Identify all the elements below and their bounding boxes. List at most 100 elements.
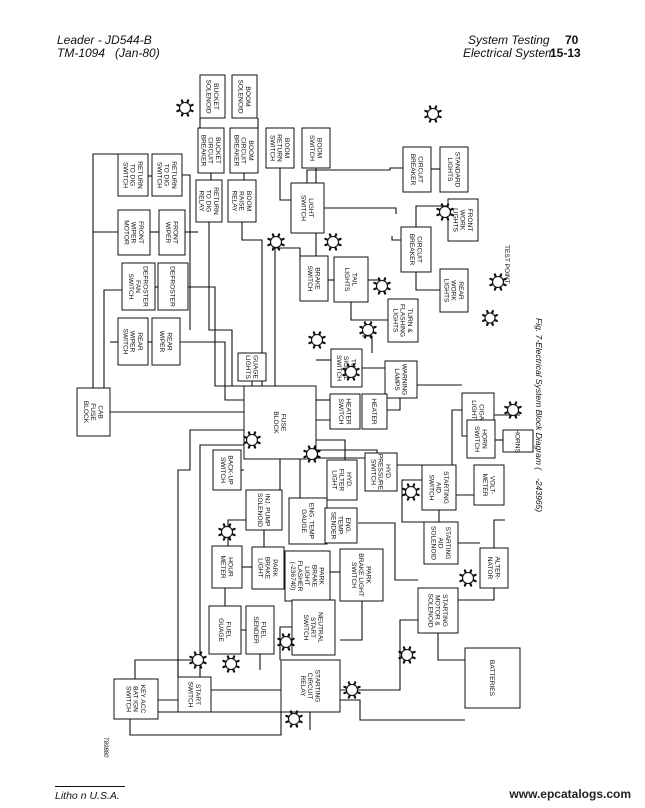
block-frame — [324, 507, 358, 544]
wiring — [92, 118, 520, 736]
block-label-line: START — [309, 617, 316, 638]
block-gauge-lights: GUAGELIGHTS — [237, 352, 267, 382]
block-frame — [384, 360, 418, 399]
block-label: RETURNTO DIGSWITCH — [122, 161, 143, 189]
test-point-ring — [461, 571, 475, 585]
block-frame — [400, 226, 432, 273]
test-point-ring — [178, 101, 192, 115]
block-frame — [229, 127, 259, 174]
block-label-line: BRAKE — [264, 557, 271, 580]
wire — [208, 222, 233, 386]
litho-note: Litho n U.S.A. — [55, 790, 120, 802]
block-frame — [157, 262, 189, 311]
block-label-line: BAT IGN — [132, 686, 139, 712]
block-boom-cb: BOOMCIRCUITBREAKER — [229, 127, 259, 174]
block-label: CIRCUITBREAKER — [409, 154, 423, 186]
block-label: WARNINGLAMPS — [393, 364, 407, 396]
block-label-line: RELAY — [231, 190, 238, 212]
block-label-line: BREAKER — [233, 135, 240, 167]
block-label-line: SOLENOID — [237, 79, 244, 113]
block-boom-return-switch: BOOMRETURNSWITCH — [265, 127, 295, 169]
block-label-line: ENG. — [344, 517, 351, 533]
block-frame — [113, 678, 159, 720]
block-label: BACK-UPSWITCH — [219, 455, 233, 485]
block-frame — [177, 676, 212, 713]
block-label-line: RETURN — [170, 161, 177, 189]
block-label-line: FAN — [134, 280, 141, 293]
block-label-line: LIGHTS — [446, 158, 453, 182]
block-return-to-dig-relay: RETURNTO DIGRELAY — [195, 179, 223, 223]
block-label: PARKBRAKELIGHTFLASHER(-236740) — [289, 561, 325, 592]
block-label-line: CIRCUIT — [306, 673, 313, 700]
block-fuel-gauge: FUELGUAGE — [208, 605, 242, 655]
block-frame — [479, 547, 509, 589]
block-label: REARWIPER — [158, 331, 172, 353]
block-label-line: GAUGE — [300, 509, 307, 533]
block-boom-switch: BOOMSWITCH — [301, 127, 331, 169]
block-label: BRAKESWITCH — [306, 265, 320, 291]
wire — [458, 588, 495, 601]
block-label-line: HYD. — [345, 472, 352, 488]
block-frame — [502, 429, 534, 453]
wire — [92, 231, 118, 388]
block-label-line: FUSE — [279, 414, 286, 432]
block-label-line: STARTING — [441, 594, 448, 627]
block-label: STARTINGMOTOR &SOLENOID — [427, 593, 448, 627]
wire — [92, 153, 118, 232]
block-label-line: SWITCH — [269, 135, 276, 161]
block-label-line: BOOM — [245, 191, 252, 211]
block-label-line: RAISE — [238, 191, 245, 211]
block-label-line: FUEL — [259, 622, 266, 639]
block-label-line: CIRCUIT — [240, 137, 247, 164]
block-horn-switch: HORNSWITCH — [466, 419, 496, 459]
block-label: FRONTWORKLIGHTS — [452, 208, 473, 232]
block-label: ALTER-NATOR — [486, 557, 500, 580]
wire — [493, 519, 505, 548]
block-label: PARKBRAKE LIGHTSWITCH — [350, 553, 371, 597]
test-point-icon — [218, 523, 236, 541]
block-key-switch: KEY ACCBAT IGNSWITCH — [113, 678, 159, 720]
block-label-line: RELAY — [198, 190, 205, 212]
block-bucket-solenoid: BUCKETSOLENOID — [199, 74, 226, 119]
block-label-line: PARK — [318, 567, 325, 585]
block-label-line: START — [194, 684, 201, 705]
block-label-line: LIGHT — [257, 558, 264, 577]
block-label: CIGARLIGHTER — [470, 400, 484, 429]
block-label: FRONTWIPER — [164, 221, 178, 244]
block-frame — [231, 74, 258, 119]
block-frame — [421, 464, 457, 511]
block-label-line: SWITCH — [127, 273, 134, 299]
block-label-line: CIRCUIT — [416, 156, 423, 183]
test-point-icon — [343, 681, 361, 699]
block-label-line: BRAKE — [310, 565, 317, 588]
block-label: HEATERSWITCH — [337, 398, 351, 424]
block-label-line: LIGHT — [303, 566, 310, 585]
wire — [188, 286, 244, 387]
block-label: FUELSENDER — [252, 616, 266, 644]
footer-rule — [55, 786, 125, 787]
page-sub-number: 15-13 — [550, 46, 581, 60]
block-label: REARWIPERSWITCH — [122, 328, 143, 354]
block-label-line: WIPER — [129, 331, 136, 353]
test-point-icon — [504, 401, 522, 419]
manual-number: TM-1094 (Jan-80) — [57, 46, 160, 60]
block-heater-switch: HEATERSWITCH — [329, 393, 361, 430]
block-label-line: FLASHING — [399, 304, 406, 337]
wire — [180, 341, 244, 401]
block-return-to-dig-switch-1: RETURNTO DIGSWITCH — [117, 153, 149, 197]
block-label: BOOMRETURNSWITCH — [269, 134, 290, 162]
block-label-line: SWITCH — [302, 614, 309, 640]
block-frame — [195, 179, 223, 223]
block-label-line: VOLT- — [488, 476, 495, 495]
legend-test-point-label: TEST POINT — [503, 245, 510, 284]
test-point-icon — [398, 646, 416, 664]
block-alternator: ALTER-NATOR — [479, 547, 509, 589]
block-label-line: LIGHTS — [392, 309, 399, 333]
block-frame — [301, 127, 331, 169]
block-label-line: CIRCUIT — [415, 236, 422, 263]
block-label: STARTINGAIDSOLENOID — [430, 526, 451, 560]
wire — [274, 247, 301, 386]
wire — [103, 289, 122, 388]
block-label-line: LAMPS — [393, 368, 400, 391]
